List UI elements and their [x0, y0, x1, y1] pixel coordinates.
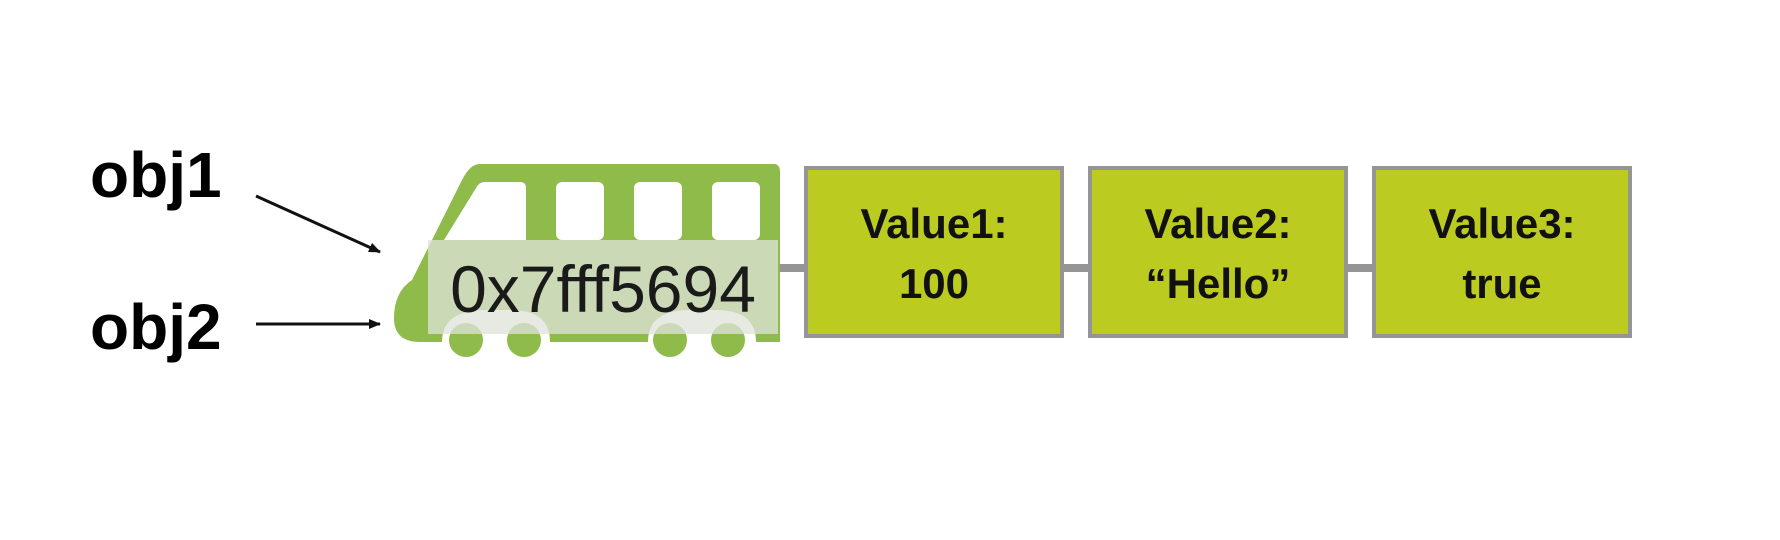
value-box-2: Value2: “Hello”	[1088, 166, 1348, 338]
address-text: 0x7fff5694	[450, 252, 756, 326]
reference-arrow-obj1	[255, 194, 381, 254]
value-box-2-label: Value2:	[1144, 200, 1291, 247]
value-box-1-value: 100	[899, 260, 969, 307]
value-box-3-label: Value3:	[1428, 200, 1575, 247]
reference-label-obj2: obj2	[90, 291, 222, 363]
address-overlay	[428, 240, 778, 334]
reference-label-obj1: obj1	[90, 139, 222, 211]
bus-windows	[444, 182, 760, 240]
value-box-3-value: true	[1462, 260, 1541, 307]
value-box-1: Value1: 100	[804, 166, 1064, 338]
value-box-3: Value3: true	[1372, 166, 1632, 338]
value-box-2-value: “Hello”	[1146, 260, 1291, 307]
value-box-1-label: Value1:	[860, 200, 1007, 247]
